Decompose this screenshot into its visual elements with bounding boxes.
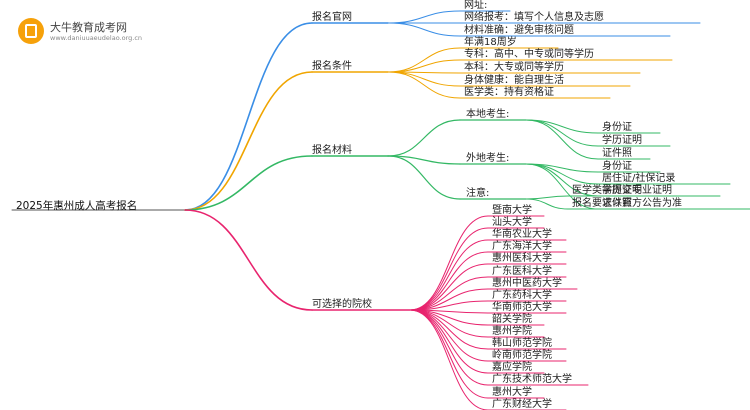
branch-website-edge <box>184 22 313 211</box>
branch-conditions-leaf: 本科：大专或同等学历 <box>464 60 564 73</box>
group-leaf-edge <box>525 119 599 160</box>
school-item: 韶关学院 <box>492 312 532 325</box>
mind-map-nodes: 2025年惠州成人高考报名 报名官网 网址:网络报考：填写个人信息及志愿材料准确：避… <box>16 0 682 410</box>
logo-title: 大牛教育成考网 <box>50 21 127 34</box>
school-item: 广东财经大学 <box>492 397 552 410</box>
group-label: 外地考生: <box>466 151 509 164</box>
branch-conditions-leaf: 年满18周岁 <box>464 35 517 48</box>
branch-website-leaf-edge <box>387 22 461 37</box>
school-edge <box>409 215 489 311</box>
book-icon <box>18 18 44 44</box>
branch-website-leaf: 材料准确：避免审核问题 <box>464 23 574 36</box>
school-item: 广东海洋大学 <box>492 239 552 252</box>
school-edge <box>409 239 489 311</box>
school-item: 汕头大学 <box>492 215 532 228</box>
group-leaf: 报名要求以官方公告为准 <box>572 196 682 209</box>
school-item: 惠州医科大学 <box>492 251 552 264</box>
school-item: 暨南大学 <box>492 203 532 216</box>
school-item: 韩山师范学院 <box>492 336 552 349</box>
branch-conditions-leaf: 医学类：持有资格证 <box>464 85 554 98</box>
group-leaf-edge <box>525 119 599 134</box>
mind-map-edges <box>11 10 750 410</box>
branch-conditions-label: 报名条件 <box>312 59 352 72</box>
group-leaf: 证件照 <box>602 197 632 209</box>
school-item: 广东药科大学 <box>492 288 552 301</box>
school-item: 华南农业大学 <box>492 227 552 240</box>
school-item: 广东技术师范大学 <box>492 372 572 385</box>
branch-conditions-leaf: 专科：高中、中专或同等学历 <box>464 47 594 60</box>
school-item: 嘉应学院 <box>492 360 532 373</box>
branch-conditions-leaf-edge <box>387 71 461 99</box>
root-topic: 2025年惠州成人高考报名 <box>16 199 137 212</box>
group-leaf: 学历证明 <box>602 133 642 146</box>
school-item: 惠州学院 <box>492 324 532 337</box>
logo-url: www.daniuuaeudelao.org.cn <box>50 34 143 42</box>
school-edge <box>409 309 489 374</box>
group-label: 本地考生: <box>466 107 509 120</box>
branch-materials-label: 报名材料 <box>312 143 352 156</box>
school-edge <box>409 263 489 311</box>
group-edge <box>387 155 461 200</box>
school-item: 惠州中医药大学 <box>492 276 562 289</box>
group-leaf: 证件照 <box>602 147 632 159</box>
group-leaf: 身份证 <box>602 120 632 133</box>
group-label: 注意: <box>466 186 489 199</box>
group-leaf-edge <box>525 198 569 210</box>
branch-website-label: 报名官网 <box>312 10 352 23</box>
branch-conditions-leaf: 身体健康：能自理生活 <box>464 73 564 86</box>
group-leaf: 身份证 <box>602 159 632 172</box>
branch-schools-edge <box>184 209 313 311</box>
branch-website-leaf: 网络报考：填写个人信息及志愿 <box>464 10 604 23</box>
site-logo: 大牛教育成考网 www.daniuuaeudelao.org.cn <box>18 16 142 48</box>
group-leaf-edge <box>525 195 569 200</box>
group-edge <box>387 119 461 157</box>
school-item: 惠州大学 <box>492 385 532 398</box>
branch-materials-edge <box>184 155 313 211</box>
group-leaf: 学历证明 <box>602 183 642 196</box>
school-edge <box>409 309 489 410</box>
branch-website-leaf-edge <box>387 10 461 24</box>
branch-conditions-leaf-edge <box>387 71 461 87</box>
branch-conditions-leaf-edge <box>387 59 461 73</box>
group-leaf-edge <box>525 163 599 185</box>
school-item: 岭南师范学院 <box>492 348 552 361</box>
group-leaf-edge <box>525 163 599 210</box>
group-leaf: 医学类需提交专业证明 <box>572 183 672 196</box>
school-edge <box>409 251 489 311</box>
school-edge <box>409 227 489 311</box>
group-edge <box>387 155 461 165</box>
school-item: 广东医科大学 <box>492 264 552 277</box>
school-item: 华南师范大学 <box>492 300 552 313</box>
branch-conditions-edge <box>184 71 313 211</box>
group-leaf: 居住证/社保记录 <box>602 171 675 184</box>
branch-website-leaf: 网址: <box>464 0 487 11</box>
school-edge <box>409 309 489 350</box>
branch-schools-label: 可选择的院校 <box>312 297 372 310</box>
